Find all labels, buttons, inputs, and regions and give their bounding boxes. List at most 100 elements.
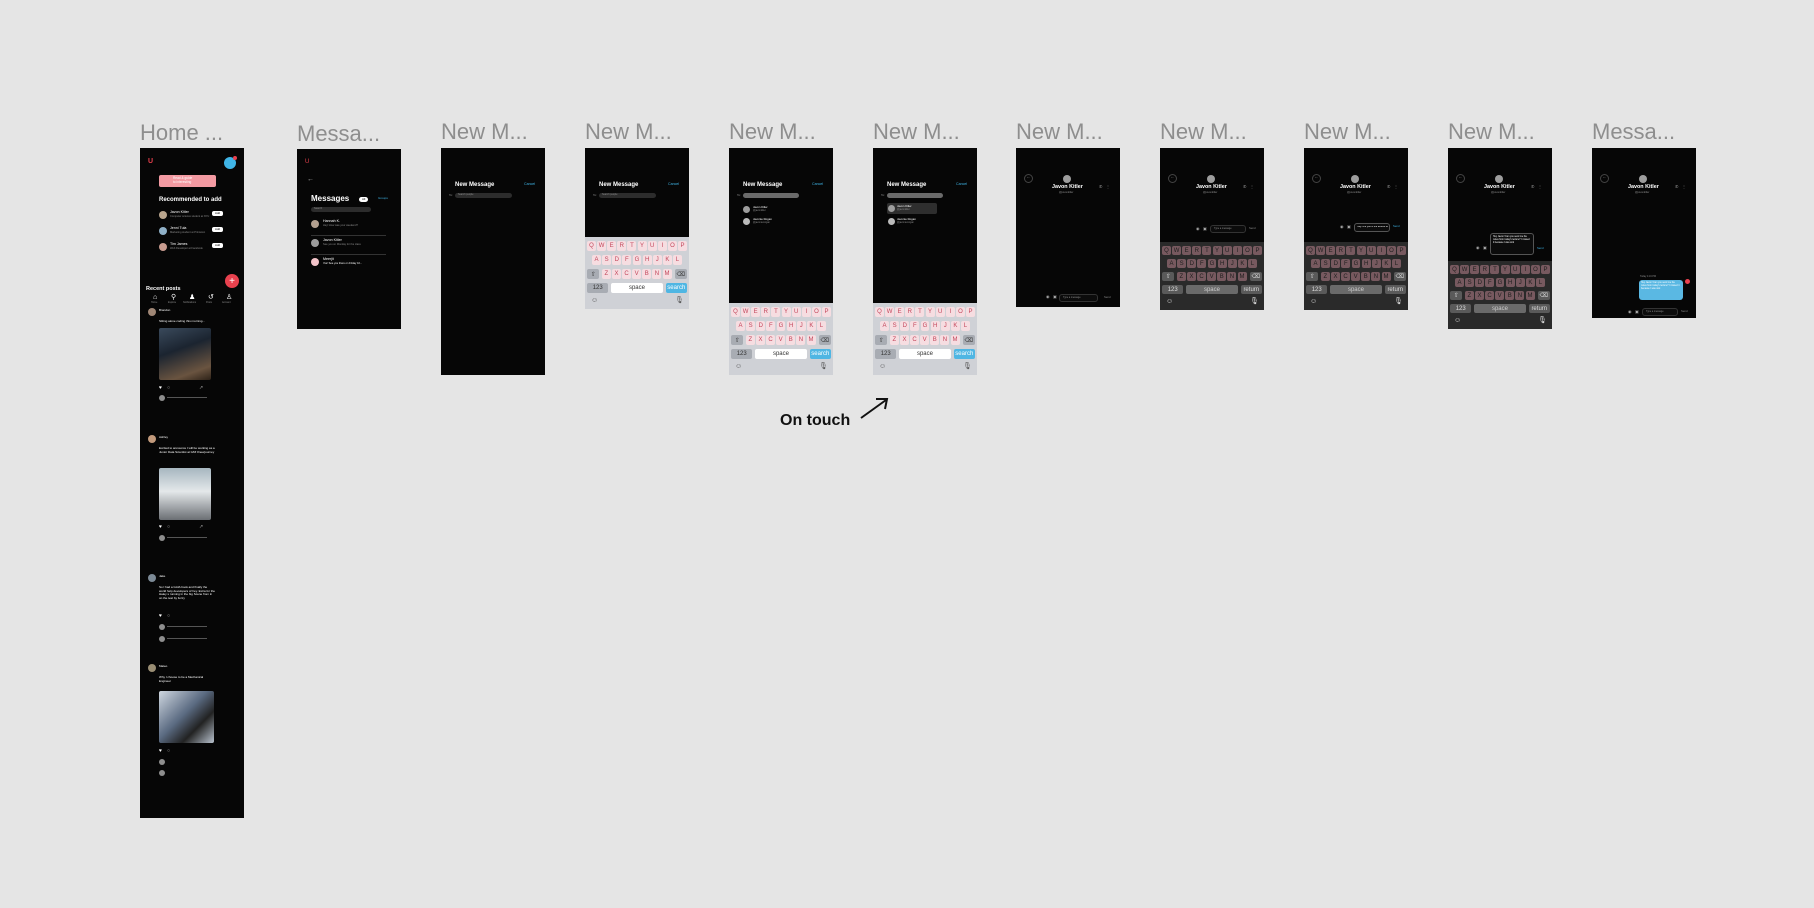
- more-icon[interactable]: ⋮: [1538, 184, 1542, 189]
- shift-key-icon[interactable]: ⇧: [731, 335, 744, 345]
- phone-icon[interactable]: ✆: [1675, 184, 1679, 189]
- key-s[interactable]: S: [746, 321, 756, 331]
- key-k[interactable]: K: [662, 255, 672, 265]
- key-z[interactable]: Z: [1464, 291, 1474, 300]
- key-t[interactable]: T: [627, 241, 637, 251]
- add-button[interactable]: Add: [212, 211, 223, 216]
- add-button[interactable]: Add: [212, 243, 223, 248]
- back-icon[interactable]: ←: [1312, 174, 1321, 183]
- key-q[interactable]: Q: [731, 307, 740, 317]
- key-e[interactable]: E: [1470, 265, 1480, 274]
- space-key[interactable]: space: [898, 349, 952, 359]
- key-u[interactable]: U: [647, 241, 657, 251]
- key-h[interactable]: H: [1505, 278, 1515, 287]
- key-q[interactable]: Q: [587, 241, 596, 251]
- backspace-key-icon[interactable]: ⌫: [1249, 272, 1262, 281]
- key-m[interactable]: M: [806, 335, 816, 345]
- key-v[interactable]: V: [1207, 272, 1217, 281]
- microphone-icon[interactable]: 🎙︎: [963, 363, 972, 370]
- key-n[interactable]: N: [1515, 291, 1525, 300]
- key-d[interactable]: D: [1187, 259, 1197, 268]
- search-key[interactable]: search: [665, 283, 687, 293]
- camera-icon[interactable]: ◉: [1196, 226, 1200, 231]
- post-card[interactable]: Jake So I had a GAIA book and finally th…: [148, 574, 240, 659]
- key-g[interactable]: G: [776, 321, 786, 331]
- space-key[interactable]: space: [1185, 285, 1239, 294]
- key-z[interactable]: Z: [1176, 272, 1186, 281]
- key-j[interactable]: J: [1515, 278, 1525, 287]
- key-l[interactable]: L: [961, 321, 970, 331]
- key-p[interactable]: P: [966, 307, 975, 317]
- key-o[interactable]: O: [1530, 265, 1540, 274]
- image-icon[interactable]: ▣: [1203, 226, 1207, 231]
- return-key[interactable]: return: [1240, 285, 1262, 294]
- heart-icon[interactable]: ♥: [159, 524, 162, 530]
- result-item[interactable]: Javonte Rogan @javonteroogan: [743, 217, 803, 227]
- key-j[interactable]: J: [1371, 259, 1381, 268]
- message-input[interactable]: Type a message: [1059, 294, 1098, 302]
- back-icon[interactable]: ←: [1456, 174, 1465, 183]
- key-p[interactable]: P: [1541, 265, 1550, 274]
- key-u[interactable]: U: [791, 307, 801, 317]
- key-l[interactable]: L: [1248, 259, 1257, 268]
- account-icon[interactable]: ♙: [226, 294, 233, 301]
- image-icon[interactable]: ▣: [1053, 294, 1057, 299]
- tab-all[interactable]: All: [359, 197, 369, 202]
- key-n[interactable]: N: [652, 269, 662, 279]
- key-d[interactable]: D: [612, 255, 622, 265]
- key-t[interactable]: T: [1202, 246, 1212, 255]
- key-r[interactable]: R: [761, 307, 771, 317]
- key-u[interactable]: U: [1222, 246, 1232, 255]
- more-icon[interactable]: ⋮: [1682, 184, 1686, 189]
- key-p[interactable]: P: [822, 307, 831, 317]
- key-p[interactable]: P: [1253, 246, 1262, 255]
- key-y[interactable]: Y: [781, 307, 791, 317]
- send-button[interactable]: Send: [1393, 224, 1400, 228]
- key-z[interactable]: Z: [745, 335, 755, 345]
- comment-icon[interactable]: ○: [167, 524, 171, 530]
- key-q[interactable]: Q: [1162, 246, 1171, 255]
- send-button[interactable]: Send: [1681, 309, 1688, 313]
- phone-icon[interactable]: ✆: [1243, 184, 1247, 189]
- more-icon[interactable]: ⋮: [1394, 184, 1398, 189]
- post-image[interactable]: [159, 691, 214, 743]
- suggestion-item[interactable]: Jenni Tula Marketing student at Princeto…: [159, 226, 239, 238]
- backspace-key-icon[interactable]: ⌫: [962, 335, 975, 345]
- tab-groups[interactable]: Groups: [378, 196, 388, 200]
- emoji-icon[interactable]: ☺: [879, 363, 887, 370]
- recipient-search-input[interactable]: Search people: [455, 193, 512, 198]
- key-n[interactable]: N: [1227, 272, 1237, 281]
- key-j[interactable]: J: [940, 321, 950, 331]
- space-key[interactable]: space: [610, 283, 664, 293]
- key-s[interactable]: S: [1321, 259, 1331, 268]
- key-l[interactable]: L: [1392, 259, 1401, 268]
- key-a[interactable]: A: [1455, 278, 1464, 287]
- key-v[interactable]: V: [1495, 291, 1505, 300]
- key-o[interactable]: O: [667, 241, 677, 251]
- key-d[interactable]: D: [756, 321, 766, 331]
- search-input[interactable]: Search: [311, 207, 371, 212]
- key-b[interactable]: B: [930, 335, 940, 345]
- key-z[interactable]: Z: [1320, 272, 1330, 281]
- emoji-icon[interactable]: ☺: [591, 297, 599, 304]
- key-m[interactable]: M: [950, 335, 960, 345]
- thread-item[interactable]: Hannah K. Hey! How was your weekend?: [311, 219, 397, 233]
- shift-key-icon[interactable]: ⇧: [1306, 272, 1319, 281]
- nav-account[interactable]: Account: [222, 301, 231, 304]
- space-key[interactable]: space: [1329, 285, 1383, 294]
- message-input[interactable]: Type a message: [1210, 225, 1246, 233]
- numbers-key[interactable]: 123: [1306, 285, 1328, 294]
- key-s[interactable]: S: [1177, 259, 1187, 268]
- heart-icon[interactable]: ♥: [159, 748, 162, 754]
- nav-notifications[interactable]: Notifications: [183, 301, 197, 304]
- key-d[interactable]: D: [1331, 259, 1341, 268]
- key-e[interactable]: E: [895, 307, 905, 317]
- key-g[interactable]: G: [1207, 259, 1217, 268]
- space-key[interactable]: space: [1473, 304, 1527, 313]
- key-r[interactable]: R: [1480, 265, 1490, 274]
- send-button[interactable]: Send: [1249, 226, 1256, 230]
- key-w[interactable]: W: [741, 307, 751, 317]
- posts-icon[interactable]: ↺: [208, 294, 214, 301]
- camera-icon[interactable]: ◉: [1340, 224, 1344, 229]
- key-i[interactable]: I: [657, 241, 667, 251]
